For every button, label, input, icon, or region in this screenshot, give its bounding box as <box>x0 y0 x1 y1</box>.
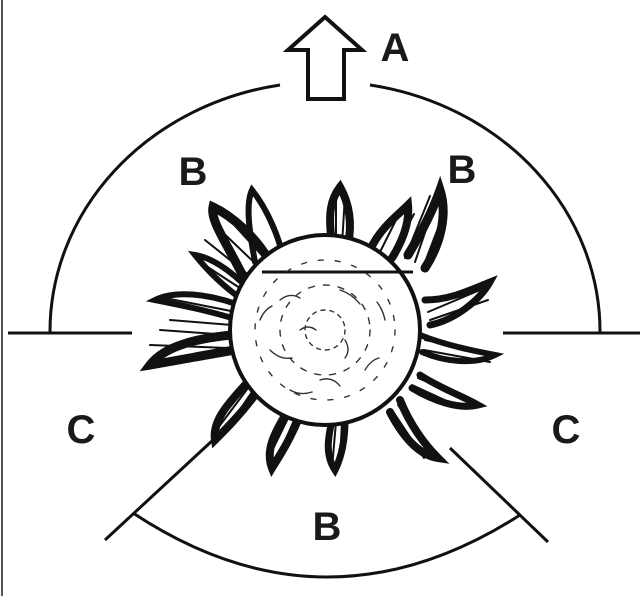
label-c-right: C <box>551 408 581 452</box>
upper-arc-left <box>48 83 281 334</box>
cell-texture <box>254 259 396 401</box>
upper-arc-right <box>369 83 602 334</box>
label-b-upper-right: B <box>447 148 477 192</box>
label-a: A <box>380 26 410 70</box>
lower-arc <box>132 511 521 579</box>
up-arrow-icon <box>282 14 368 101</box>
cell-body <box>228 233 422 427</box>
label-c-left: C <box>66 408 96 452</box>
label-b-upper-left: B <box>178 150 208 194</box>
cell-processes <box>139 175 505 477</box>
lower-radius-right <box>448 446 550 544</box>
lower-radius-left <box>103 438 215 542</box>
label-b-bottom: B <box>312 505 342 549</box>
